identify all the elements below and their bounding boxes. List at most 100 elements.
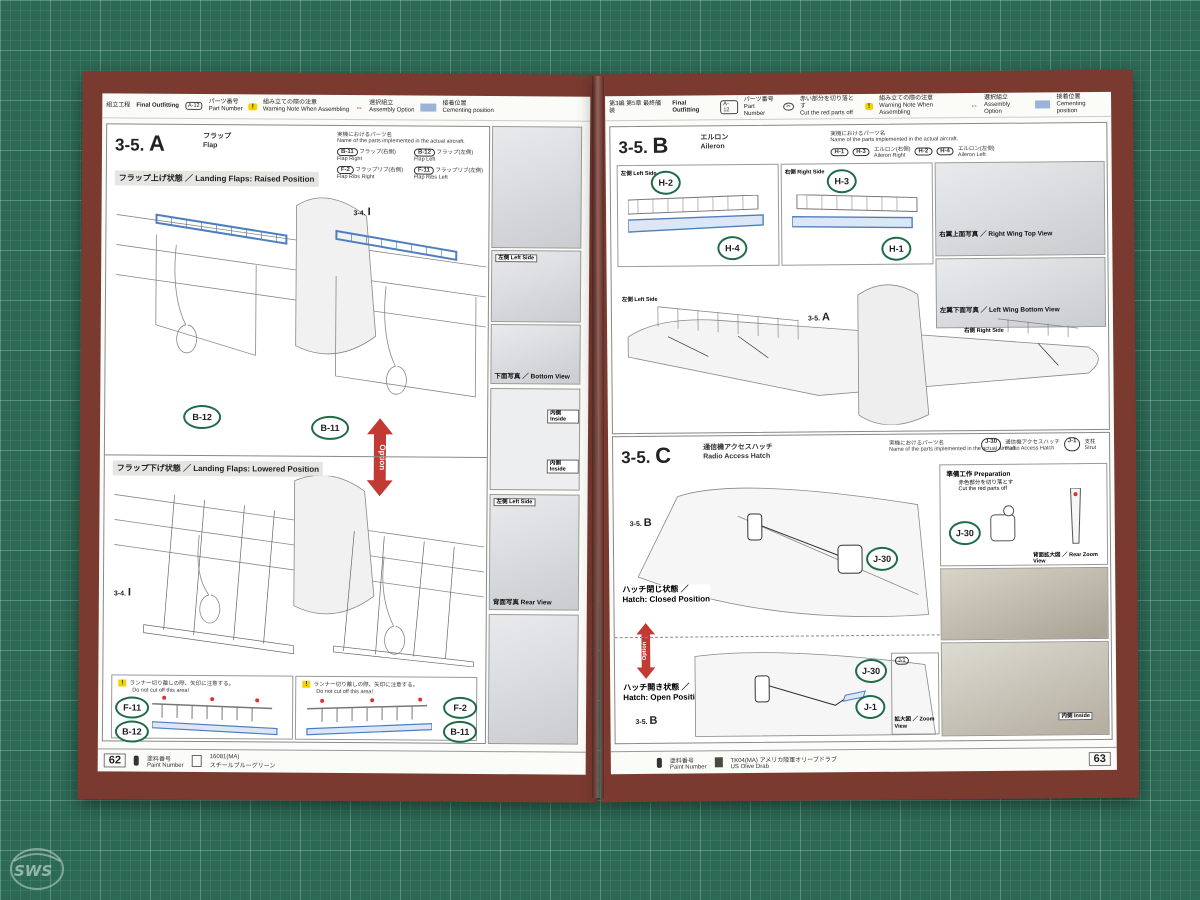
part-h4: H-4 bbox=[936, 147, 954, 156]
part-h2: H-2 bbox=[914, 147, 933, 156]
option-arrow: Option bbox=[366, 418, 394, 497]
ref-3-5-b-bottom: 3-5. B bbox=[635, 714, 658, 727]
ref-3-5-b-top: 3-5. B bbox=[629, 516, 652, 529]
callout-h1: H-1 bbox=[881, 236, 912, 261]
rear-zoom-label: 背面拡大図 ／ Rear Zoom View bbox=[1033, 551, 1098, 565]
right-paint-swatch bbox=[714, 757, 723, 768]
hatch-closed-diagram bbox=[637, 487, 929, 617]
photo-flap-top bbox=[491, 126, 583, 249]
preparation-title: 準備工作 Preparation bbox=[946, 470, 1011, 479]
cementing-swatch bbox=[420, 103, 437, 112]
header-step-en: Final Outfitting bbox=[672, 100, 700, 114]
aileron-left-detail: 左側 Left Side bbox=[616, 163, 780, 268]
part-f2: F-2 フラップリブ(右側)Flap Ribs Right bbox=[336, 165, 404, 181]
photo-rear-view: 左側 Left Side 背面写真 Rear View bbox=[488, 494, 580, 611]
header-step-en: Final Outfitting bbox=[136, 102, 180, 109]
left-paint-code: 16081(MA)スチールブルーグリーン bbox=[209, 753, 276, 770]
option-arrow-icon: ⇔ bbox=[970, 100, 979, 110]
photo-bottom-view: 下面写真 ／ Bottom View bbox=[490, 324, 581, 385]
watermark-text: SWS bbox=[14, 862, 53, 880]
photo-right-wing-top-caption: 右翼上面写真 ／ Right Wing Top View bbox=[939, 230, 1053, 239]
callout-b11-bottom: B-11 bbox=[442, 720, 478, 743]
callout-j30-open: J-30 bbox=[854, 658, 888, 684]
option-label-c: Option bbox=[642, 641, 648, 660]
callout-j1-zoom: J-1 bbox=[894, 656, 909, 665]
section-3-5-a: 3-5. A フラップ Flap 実機におけるパーツ名 Name of the … bbox=[101, 123, 491, 745]
right-page-number: 63 bbox=[1088, 751, 1111, 767]
option-label: Option bbox=[378, 444, 387, 470]
detail-box-left: !ランナー切り離しの際、矢印に注意する。Do not cut off this … bbox=[110, 674, 294, 740]
cut-icon: ✂ bbox=[783, 102, 794, 111]
photo-bottom-view-caption: 下面写真 ／ Bottom View bbox=[494, 373, 570, 381]
hatch-part-drawing bbox=[990, 505, 1016, 542]
right-header: 第3編 第5章 最終艤装 Final Outfitting A-12 パーツ番号… bbox=[605, 91, 1112, 122]
photo-hatch-detail bbox=[940, 566, 1109, 641]
part-f11: F-11 フラップリブ(左側)Flap Ribs Left bbox=[413, 166, 484, 181]
wing-aileron-diagram bbox=[627, 284, 1099, 426]
option-arrow-c: Option bbox=[636, 622, 656, 679]
photo-ribs-inside-top: 内側 Inside bbox=[547, 409, 580, 424]
photo-left-side-tag: 左側 Left Side bbox=[495, 254, 538, 263]
header-step-jp: 組立工程 bbox=[106, 101, 131, 109]
photo-rear-view-caption: 背面写真 Rear View bbox=[492, 599, 552, 607]
callout-j1-open: J-1 bbox=[855, 694, 886, 720]
section-3-5-c: 3-5. C 通信機アクセスハッチ Radio Access Hatch 実機に… bbox=[611, 431, 1113, 745]
right-page: 第3編 第5章 最終艤装 Final Outfitting A-12 パーツ番号… bbox=[594, 69, 1140, 803]
photo-left-side: 左側 Left Side bbox=[490, 250, 582, 323]
header-step-jp: 第3編 第5章 最終艤装 bbox=[609, 100, 662, 115]
photo-ribs-inside: 内側 Inside 内側 Inside bbox=[489, 388, 581, 491]
hatch-closed-label: ハッチ閉じ状態 ／Hatch: Closed Position bbox=[622, 584, 711, 606]
parts-list: 実機におけるパーツ名 Name of the parts implemented… bbox=[337, 130, 487, 181]
photo-right-wing-top: 右翼上面写真 ／ Right Wing Top View bbox=[934, 160, 1106, 257]
callout-j30-closed: J-30 bbox=[865, 546, 899, 572]
part-h3-name: エルロン(右側)Aileron Right bbox=[873, 146, 911, 159]
part-j1: J-1 bbox=[1063, 437, 1081, 452]
left-paint-swatch bbox=[191, 754, 202, 768]
callout-j30-prep: J-30 bbox=[948, 521, 981, 546]
callout-f2: F-2 bbox=[443, 696, 478, 719]
section-c-parts: 実機におけるパーツ名 Name of the parts implemented… bbox=[889, 437, 1097, 453]
photo-ribs-inside-bottom: 内側 Inside bbox=[546, 459, 579, 474]
detail-box-right: !ランナー切り離しの際、矢印に注意する。Do not cut off this … bbox=[294, 675, 478, 741]
left-page-number: 62 bbox=[103, 753, 127, 768]
option-arrow-icon: ⇔ bbox=[355, 102, 364, 112]
part-b11: B-11 フラップ(右側)Flap Right bbox=[336, 147, 396, 163]
paint-bottle-icon bbox=[656, 757, 662, 768]
part-h1: H-1 bbox=[830, 148, 849, 157]
warning-icon: ! bbox=[864, 102, 874, 110]
zoom-view-box: J-1 拡大図 ／ Zoom View bbox=[890, 652, 940, 735]
section-divider bbox=[104, 454, 487, 459]
flap-lowered-diagram bbox=[114, 474, 485, 668]
aileron-right-drawing bbox=[791, 194, 918, 229]
section-b-title: 3-5. B エルロン Aileron bbox=[612, 128, 728, 164]
callout-b12-bottom: B-12 bbox=[114, 720, 150, 743]
part-b12: B-12 フラップ(左側)Flap Left bbox=[413, 148, 474, 163]
left-side-tag: 左側 Left Side bbox=[620, 170, 657, 178]
paint-bottle-icon bbox=[133, 755, 140, 766]
callout-h4: H-4 bbox=[717, 236, 748, 261]
section-c-title: 3-5. C 通信機アクセスハッチ Radio Access Hatch bbox=[615, 438, 773, 474]
ref-3-4-i-bottom: 3-4. I bbox=[113, 586, 132, 599]
zoom-view-label: 拡大図 ／ Zoom View bbox=[894, 716, 935, 730]
flap-ribs-left-diagram bbox=[151, 695, 278, 736]
warning-icon: ! bbox=[248, 102, 257, 110]
flap-ribs-right-diagram bbox=[306, 697, 433, 736]
photo-inside-tag: 内側 Inside bbox=[1058, 712, 1093, 721]
wing-right-side-tag: 右側 Right Side bbox=[964, 327, 1004, 335]
sws-watermark-logo bbox=[10, 848, 64, 890]
part-h4-name: エルロン(左側)Aileron Left bbox=[957, 145, 995, 159]
wing-left-side-tag: 左側 Left Side bbox=[621, 296, 658, 304]
